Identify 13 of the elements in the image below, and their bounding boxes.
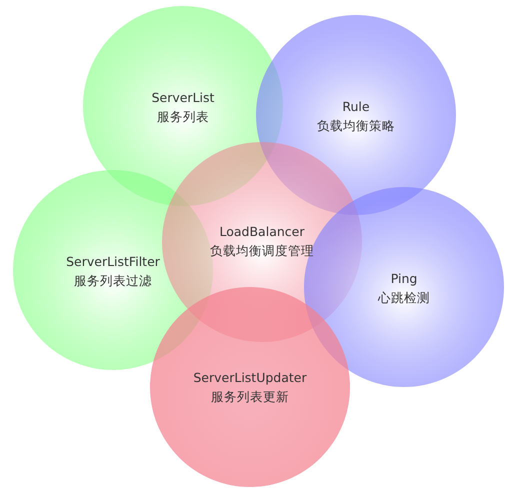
component-description: 负载均衡调度管理 (210, 243, 314, 259)
component-name: ServerListUpdater (193, 370, 307, 386)
component-name: ServerListFilter (66, 254, 160, 270)
component-description: 服务列表 (157, 109, 209, 125)
component-name: Rule (342, 99, 370, 115)
component-name: LoadBalancer (220, 224, 304, 240)
component-description: 服务列表过滤 (74, 273, 152, 289)
component-name: ServerList (152, 90, 214, 106)
component-name: Ping (390, 271, 418, 287)
component-description: 服务列表更新 (211, 389, 289, 405)
component-description: 心跳检测 (378, 290, 430, 306)
venn-circle (150, 287, 350, 487)
component-description: 负载均衡策略 (317, 118, 395, 134)
